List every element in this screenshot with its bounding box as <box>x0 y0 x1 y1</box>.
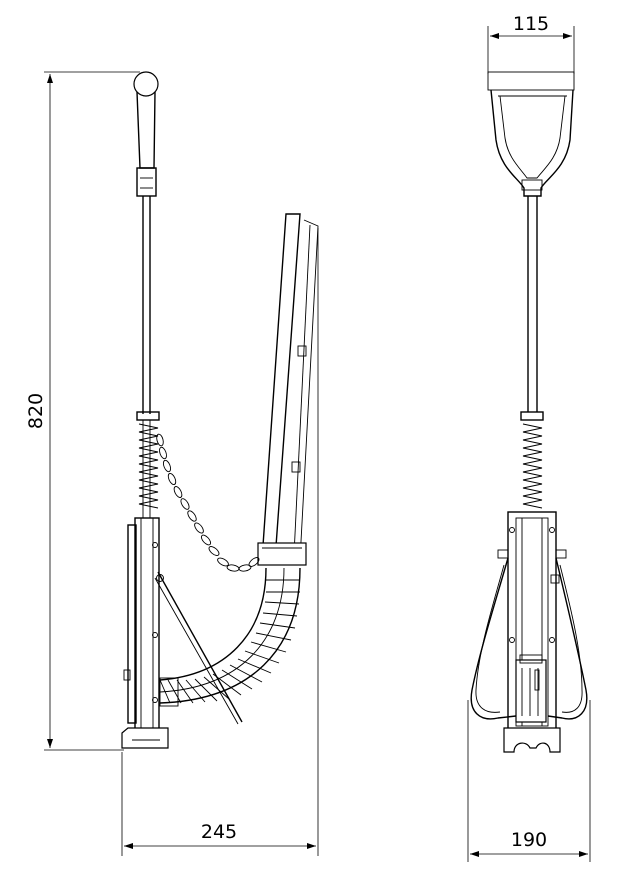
lever-rod <box>157 571 243 723</box>
handle-clamp <box>136 167 157 197</box>
bracket <box>257 542 307 566</box>
dimension-front-width: 190 <box>467 700 591 862</box>
dimension-height: 820 <box>25 71 140 751</box>
chain <box>156 433 260 572</box>
front-view <box>470 71 588 753</box>
magazine-ribs <box>159 579 300 704</box>
handle-ring <box>133 71 159 97</box>
spring <box>138 423 159 509</box>
dimension-side-width: 245 <box>121 228 319 856</box>
front-spring <box>522 423 543 509</box>
front-leg-left <box>470 557 517 720</box>
side-view <box>121 71 319 749</box>
dimension-height-label: 820 <box>25 393 47 429</box>
handle-tube <box>136 91 156 169</box>
front-handle-yoke <box>490 89 574 197</box>
front-leg-right <box>547 557 588 720</box>
dimension-top-width: 115 <box>487 13 575 74</box>
base-body <box>134 517 160 731</box>
front-mechanism <box>515 659 547 723</box>
magazine-tube <box>261 213 301 561</box>
foot <box>121 727 169 749</box>
front-foot <box>503 727 561 753</box>
dimension-top-width-label: 115 <box>513 13 549 35</box>
dimension-front-width-label: 190 <box>511 829 547 851</box>
dimension-side-width-label: 245 <box>201 821 237 843</box>
front-handle-bar <box>487 71 575 91</box>
curved-magazine <box>159 567 301 704</box>
